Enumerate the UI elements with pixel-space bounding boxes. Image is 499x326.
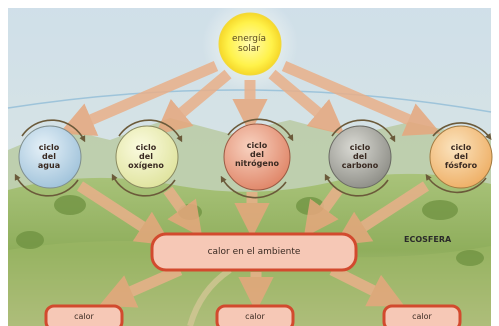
arrow-fosforo-to-ambient <box>334 181 429 246</box>
arrow-carbono-to-ambient <box>303 186 343 238</box>
sun-icon <box>218 12 282 76</box>
heat-box-2 <box>215 304 295 326</box>
heat-box-1 <box>44 304 124 326</box>
heat-label-2: calor <box>245 312 265 321</box>
arrow-sun-to-fosforo <box>281 60 441 136</box>
cycle-carbono <box>324 119 396 197</box>
ambient-heat-label: calor en el ambiente <box>207 247 301 257</box>
cycle-arrows <box>77 181 429 246</box>
arrow-ambient-to-heat-1 <box>99 264 183 308</box>
cycle-arrow-icon <box>14 173 79 197</box>
ecosphere-label: ECOSFERA <box>404 235 452 244</box>
arrow-agua-to-ambient <box>77 181 172 246</box>
cycle-arrow-icon <box>331 119 396 143</box>
cycle-arrow-icon <box>111 173 176 197</box>
heat-box-3 <box>382 304 462 326</box>
arrow-sun-to-oxigeno <box>155 69 232 136</box>
sun-arrows <box>59 60 441 136</box>
arrow-sun-to-carbono <box>268 69 345 136</box>
arrow-ambient-to-heat-3 <box>329 265 405 307</box>
cycle-arrow-icon <box>227 118 294 142</box>
cycle-fosforo <box>425 122 493 194</box>
cycle-agua <box>14 119 86 197</box>
cycle-arrow-icon <box>21 119 86 143</box>
cycle-arrow-icon <box>220 175 287 199</box>
cycle-arrow-icon <box>425 173 487 194</box>
heat-arrows <box>99 264 405 313</box>
heat-label-1: calor <box>74 312 94 321</box>
arrow-sun-to-agua <box>59 60 219 136</box>
arrow-oxigeno-to-ambient <box>163 186 203 238</box>
cycle-nitrogeno <box>220 118 294 199</box>
heat-label-3: calor <box>412 312 432 321</box>
cycle-arrow-icon <box>324 173 389 197</box>
ambient-heat-box <box>150 232 358 272</box>
cycle-arrow-icon <box>432 122 492 141</box>
cycle-arrow-icon <box>118 119 183 143</box>
cycle-oxigeno <box>111 119 183 197</box>
